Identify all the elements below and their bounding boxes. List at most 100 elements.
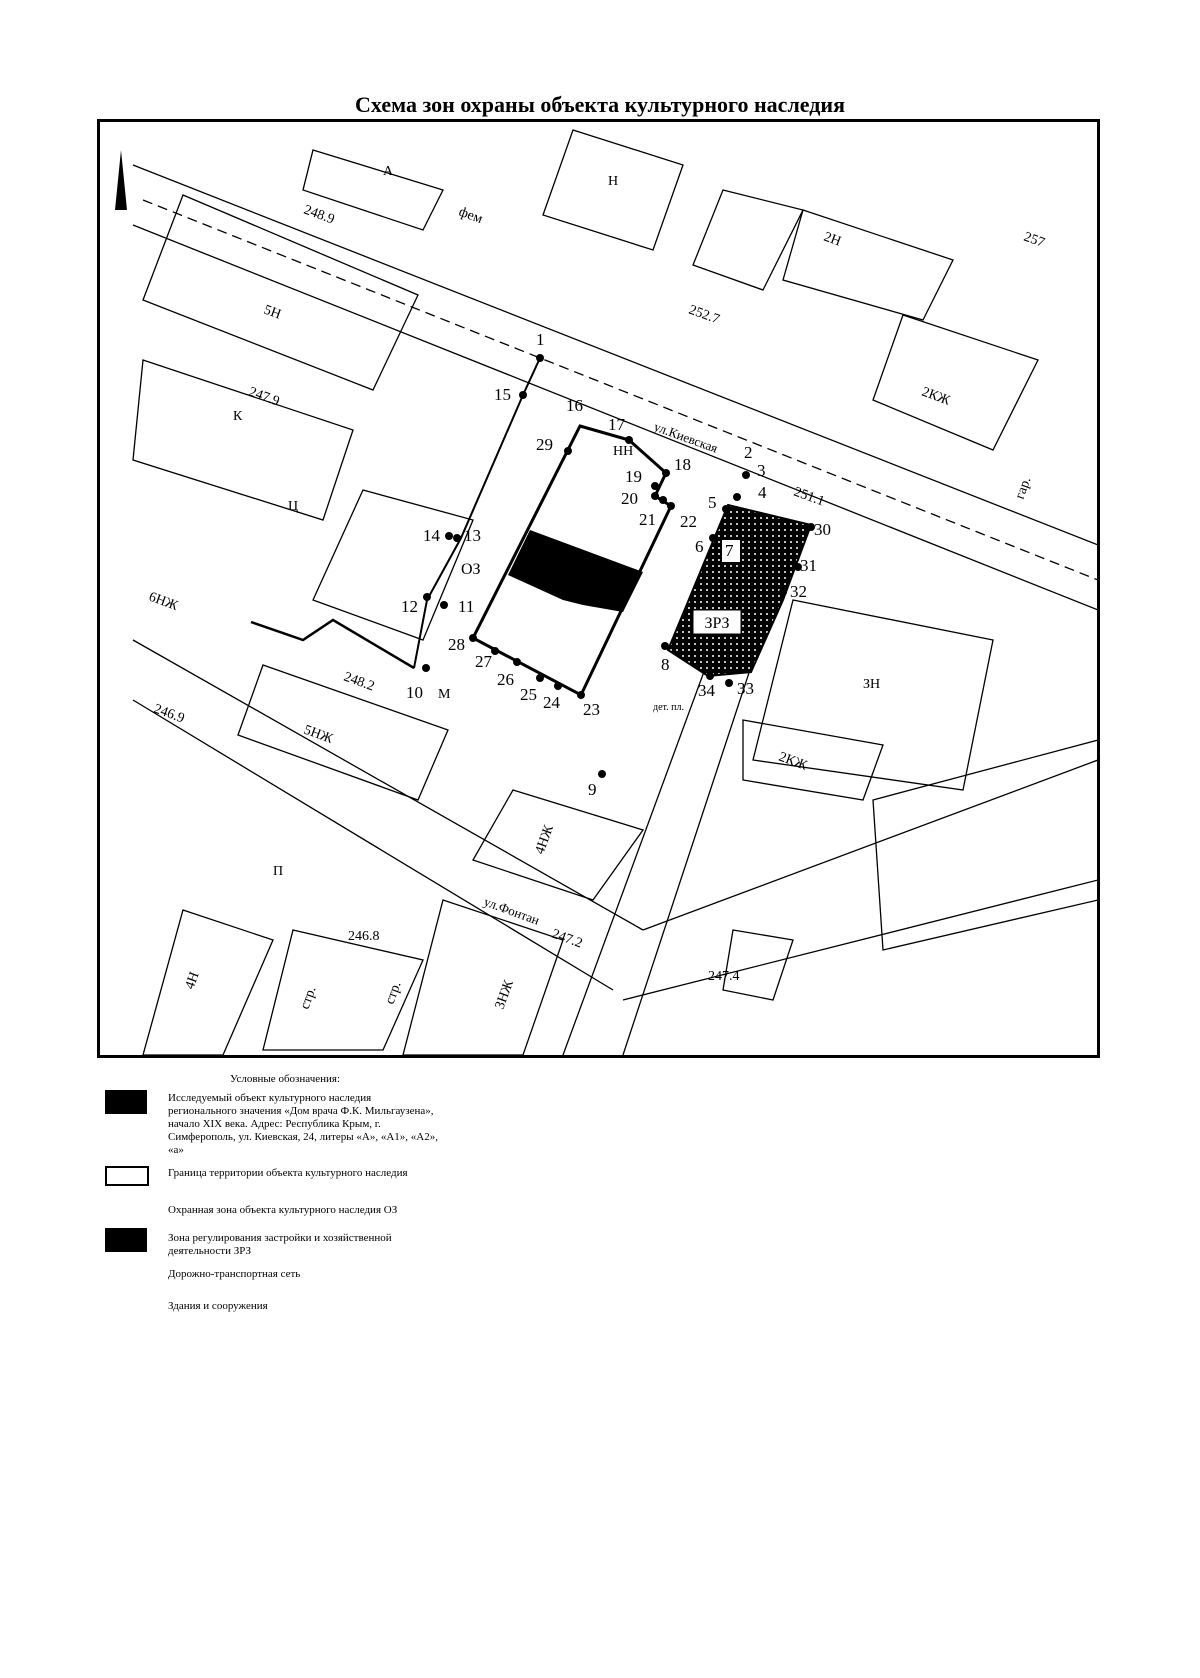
building-label: фем (457, 205, 485, 227)
svg-text:25: 25 (520, 685, 537, 704)
elevation-label: 248.2 (342, 670, 377, 695)
north-arrow-icon (115, 150, 127, 210)
boundary-point (453, 534, 461, 542)
building-3nzh (402, 899, 564, 1055)
map-drawing: ЗРЗ ОЗ ул.Киевская ул.Фонтан 248.9 252.7… (115, 129, 1097, 1055)
fence (250, 618, 415, 670)
building-label: К (233, 409, 243, 424)
zrz-label-box (692, 609, 742, 635)
svg-text:23: 23 (583, 700, 600, 719)
svg-text:18: 18 (674, 455, 691, 474)
street-line (622, 879, 1097, 1001)
building-label: 5Н (262, 303, 283, 323)
boundary-point (709, 534, 717, 542)
svg-text:28: 28 (448, 635, 465, 654)
boundary-point (722, 505, 730, 513)
legend-swatch-territory (105, 1166, 149, 1186)
building-label: стр. (298, 985, 320, 1012)
boundary-point (706, 672, 714, 680)
building-str (262, 929, 424, 1051)
boundary-point (742, 471, 750, 479)
heritage-object (508, 530, 643, 612)
elevation-label: 247.2 (550, 927, 585, 952)
svg-text:34: 34 (698, 681, 716, 700)
svg-text:15: 15 (494, 385, 511, 404)
building-label: 5НЖ (302, 723, 335, 747)
building (302, 149, 444, 231)
svg-text:12: 12 (401, 597, 418, 616)
boundary-point (807, 523, 815, 531)
legend-item-buildings: Здания и сооружения (168, 1300, 268, 1312)
boundary-point (794, 563, 802, 571)
legend-item-object: Исследуемый объект культурного наследия … (168, 1092, 438, 1156)
svg-text:11: 11 (458, 597, 474, 616)
svg-text:13: 13 (464, 526, 481, 545)
street-line (132, 639, 644, 931)
zrz-label: ЗРЗ (704, 615, 729, 632)
building-label: 2КЖ (777, 750, 810, 774)
street-axis (142, 199, 1097, 581)
point-7-box (722, 540, 740, 562)
boundary-point (554, 682, 562, 690)
building-5nzh (237, 664, 449, 801)
elevation-label: 247.9 (247, 385, 282, 410)
boundary-point (662, 469, 670, 477)
svg-text:8: 8 (661, 655, 670, 674)
boundary-point (536, 354, 544, 362)
boundary-point (519, 391, 527, 399)
legend-item-territory: Граница территории объекта культурного н… (168, 1167, 408, 1179)
building (872, 739, 1097, 951)
building-2kzh (742, 719, 884, 801)
boundary-point (651, 492, 659, 500)
building-2n (312, 489, 474, 641)
legend-item-roads: Дорожно-транспортная сеть (168, 1268, 301, 1280)
building (542, 129, 684, 251)
svg-text:20: 20 (621, 489, 638, 508)
boundary-point (469, 634, 477, 642)
street-line (132, 699, 614, 991)
svg-text:9: 9 (588, 780, 597, 799)
boundary-points: 1 2 3 4 5 6 7 8 9 10 11 12 13 14 15 16 1… (401, 330, 831, 799)
building-label: гар. (1013, 475, 1035, 501)
building-label: А (383, 164, 394, 179)
legend-swatch-object (105, 1090, 147, 1114)
svg-text:3: 3 (757, 461, 766, 480)
building (692, 189, 804, 291)
svg-text:2: 2 (744, 443, 753, 462)
page-title: Схема зон охраны объекта культурного нас… (355, 92, 845, 117)
elevation-label: 247.4 (708, 969, 740, 984)
street-line (132, 164, 1097, 546)
svg-text:16: 16 (566, 396, 583, 415)
legend-swatch-zrz (105, 1228, 147, 1252)
svg-text:32: 32 (790, 582, 807, 601)
building-label: стр. (383, 980, 405, 1007)
legend-heading: Условные обозначения: (230, 1073, 341, 1085)
svg-text:7: 7 (725, 541, 734, 560)
boundary-point (564, 447, 572, 455)
legend-item-oz: Охранная зона объекта культурного наслед… (168, 1204, 398, 1216)
svg-text:5: 5 (708, 493, 717, 512)
boundary-point (733, 493, 741, 501)
elevation-label: 246.9 (152, 702, 187, 727)
svg-text:26: 26 (497, 670, 514, 689)
building-label: 4Н (183, 970, 203, 991)
boundary-point (440, 601, 448, 609)
svg-text:19: 19 (625, 467, 642, 486)
boundary-point (423, 593, 431, 601)
svg-text:6: 6 (695, 537, 704, 556)
legend-item-zrz: Зона регулирования застройки и хозяйстве… (168, 1232, 392, 1257)
elevation-label: 251.1 (792, 485, 827, 510)
building (782, 209, 954, 321)
boundary-point (725, 679, 733, 687)
street-line (132, 224, 1097, 611)
oz-label: ОЗ (461, 561, 481, 578)
svg-text:31: 31 (800, 556, 817, 575)
building-label: 2Н (822, 230, 843, 250)
svg-text:21: 21 (639, 510, 656, 529)
svg-text:30: 30 (814, 520, 831, 539)
elevation-label: 248.9 (302, 203, 337, 228)
boundary-point (661, 642, 669, 650)
svg-text:17: 17 (608, 415, 626, 434)
boundary-point (779, 588, 787, 596)
boundary-point (625, 436, 633, 444)
